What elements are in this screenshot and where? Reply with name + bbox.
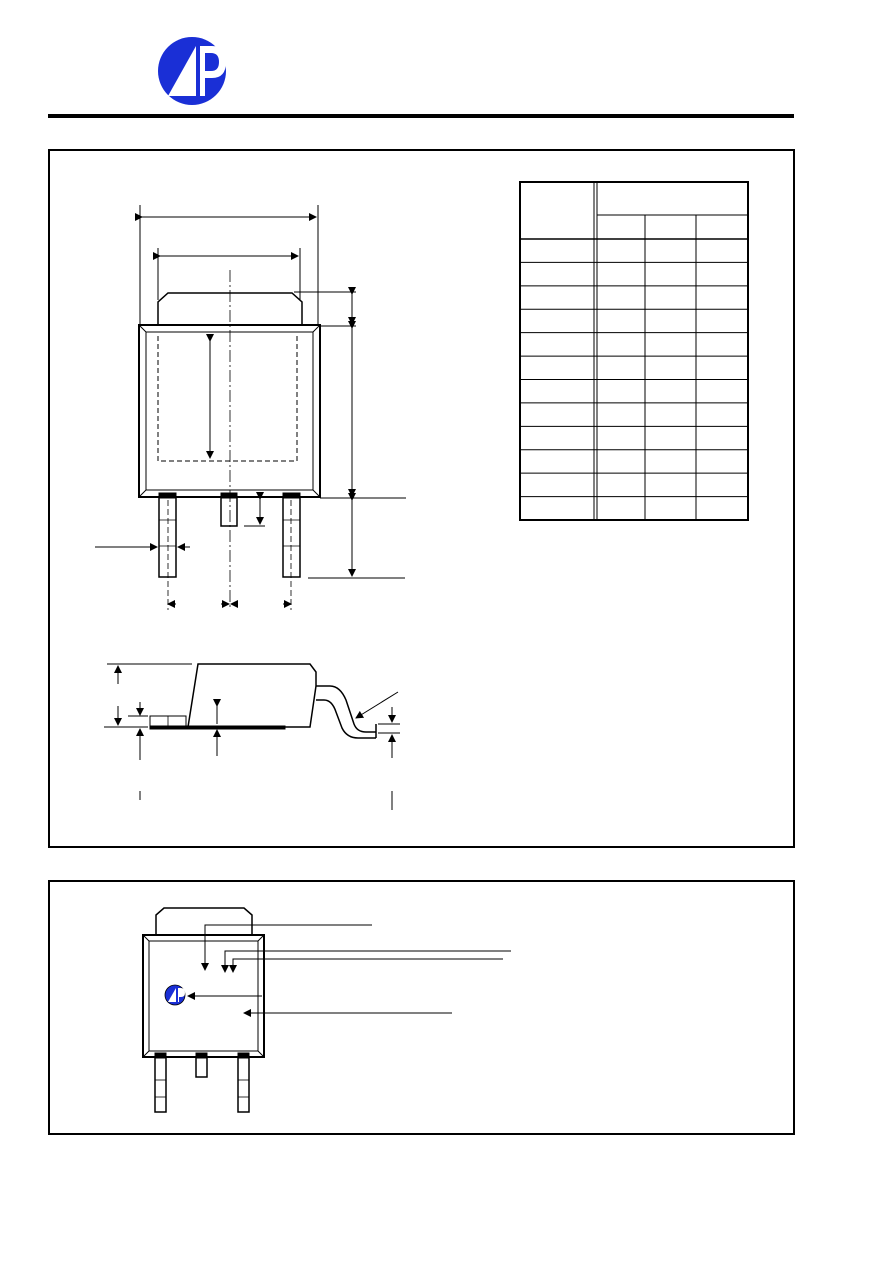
marking-section — [48, 880, 795, 1135]
side-view-drawing — [104, 663, 400, 810]
header-rule — [48, 114, 794, 118]
company-logo-icon — [158, 37, 226, 105]
top-view-drawing — [95, 205, 406, 610]
header — [48, 37, 794, 118]
marking-package-drawing — [142, 907, 511, 1113]
marking-frame — [48, 880, 795, 1135]
marking-logo-icon — [164, 984, 186, 1006]
table-frame — [519, 181, 749, 521]
package-outline-section — [48, 149, 795, 848]
package-outline-frame — [48, 149, 795, 848]
dimension-table — [519, 181, 749, 521]
